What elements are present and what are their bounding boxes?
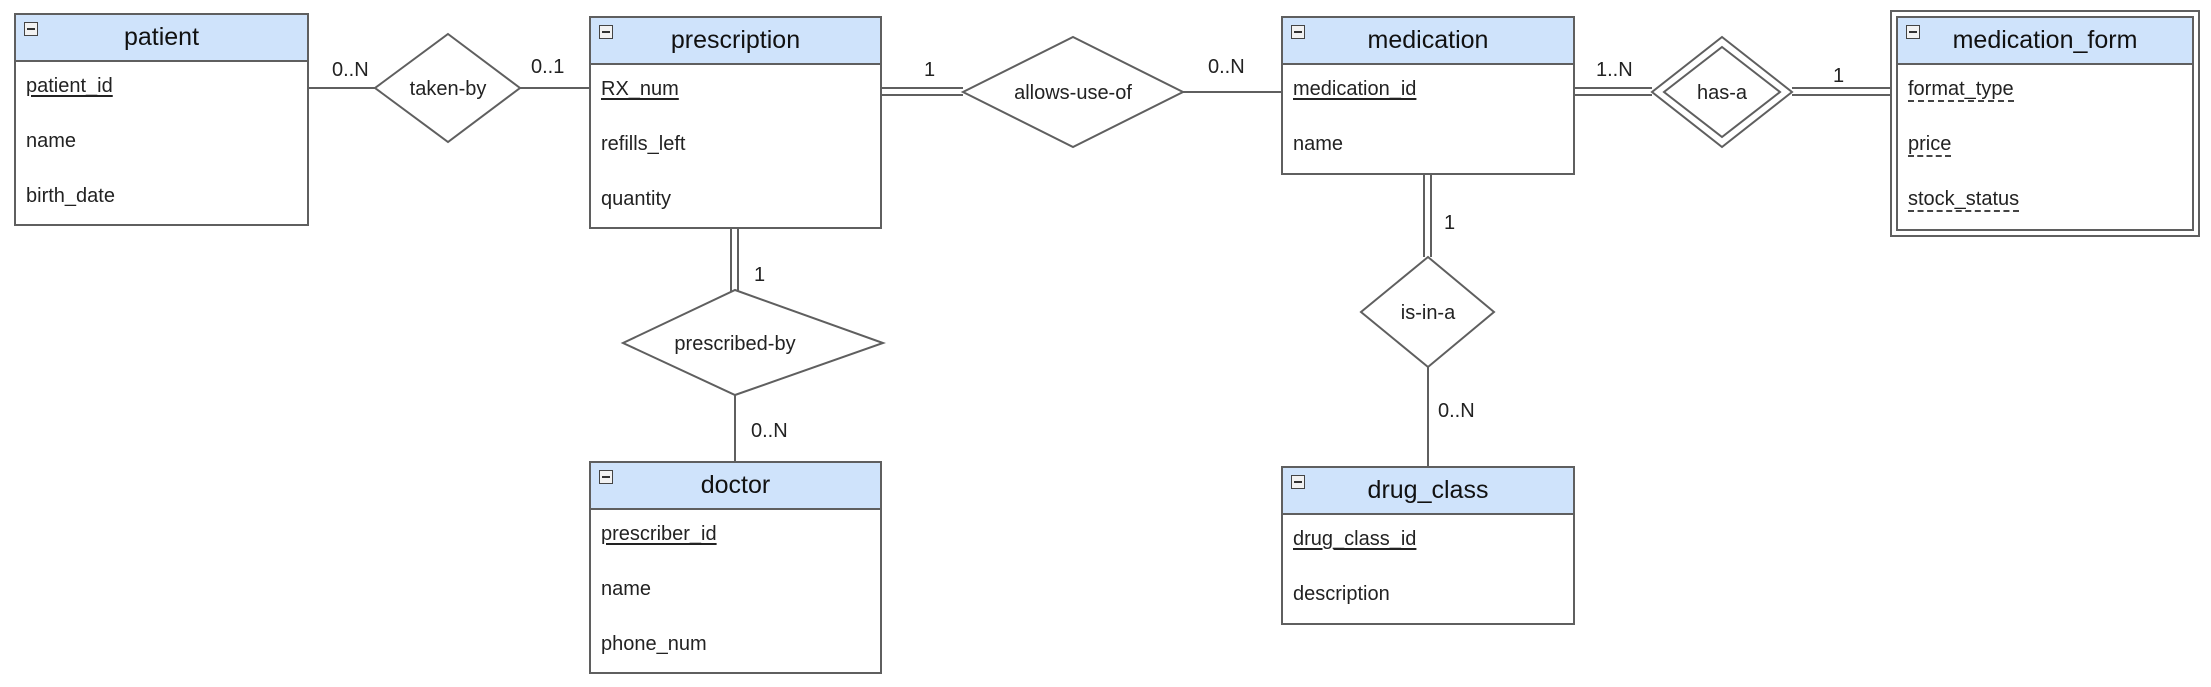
cardinality-prescribed-by-doctor: 0..N [751,420,788,442]
cardinality-taken-by-prescription: 0..1 [531,56,564,78]
doctor-entity-header: doctor [591,463,880,510]
cardinality-is-in-a-drug-class: 0..N [1438,400,1475,422]
collapse-icon[interactable] [1291,25,1305,39]
patient-entity[interactable]: patient patient_id name birth_date [14,13,309,226]
attribute: name [1293,133,1344,155]
attribute-partial-key: price [1908,133,1952,157]
collapse-icon[interactable] [599,470,613,484]
attribute-partial-key: format_type [1908,78,2014,102]
attribute: birth_date [26,185,115,207]
drug-class-entity-header: drug_class [1283,468,1573,515]
entity-title: medication [1367,26,1489,54]
cardinality-prescription-prescribed-by: 1 [754,264,765,286]
attribute-primary-key: drug_class_id [1293,528,1417,550]
entity-title: drug_class [1367,476,1489,504]
allows-use-of-diamond[interactable] [960,35,1186,149]
attribute-primary-key: medication_id [1293,78,1417,100]
attribute-primary-key: patient_id [26,75,113,97]
doctor-entity[interactable]: doctor prescriber_id name phone_num [589,461,882,674]
cardinality-has-a-form: 1 [1833,65,1844,87]
has-a-label: has-a [1697,82,1748,104]
taken-by-diamond[interactable] [373,32,522,144]
entity-title: patient [123,23,200,51]
attribute-partial-key: stock_status [1908,188,2020,212]
collapse-icon[interactable] [24,22,38,36]
attribute: phone_num [601,633,707,655]
medication-entity[interactable]: medication medication_id name [1281,16,1575,175]
collapse-icon[interactable] [599,25,613,39]
attribute-primary-key: prescriber_id [601,523,717,545]
allows-use-of-label: allows-use-of [1014,82,1132,104]
medication-entity-header: medication [1283,18,1573,65]
attribute: refills_left [601,133,686,155]
prescription-entity[interactable]: prescription RX_num refills_left quantit… [589,16,882,229]
attribute: name [26,130,77,152]
attribute-primary-key: RX_num [601,78,679,100]
attribute: name [601,578,652,600]
cardinality-medication-has-a: 1..N [1596,59,1633,81]
prescribed-by-label: prescribed-by [674,333,795,355]
collapse-icon[interactable] [1906,25,1920,39]
taken-by-label: taken-by [410,78,487,100]
has-a-diamond-inner [1662,45,1782,139]
medication-form-entity-header: medication_form [1898,18,2192,65]
collapse-icon[interactable] [1291,475,1305,489]
cardinality-medication-is-in-a: 1 [1444,212,1455,234]
prescribed-by-diamond[interactable] [620,288,886,397]
drug-class-entity[interactable]: drug_class drug_class_id description [1281,466,1575,625]
medication-form-entity[interactable]: medication_form format_type price stock_… [1890,10,2200,237]
cardinality-patient-taken-by: 0..N [332,59,369,81]
attribute: quantity [601,188,672,210]
is-in-a-diamond[interactable] [1359,255,1496,369]
entity-title: medication_form [1952,26,2138,54]
is-in-a-label: is-in-a [1401,302,1456,324]
cardinality-allows-medication: 0..N [1208,56,1245,78]
patient-entity-header: patient [16,15,307,62]
prescription-entity-header: prescription [591,18,880,65]
cardinality-prescription-allows: 1 [924,59,935,81]
entity-title: doctor [700,471,771,499]
entity-title: prescription [670,26,801,54]
attribute: description [1293,583,1390,605]
